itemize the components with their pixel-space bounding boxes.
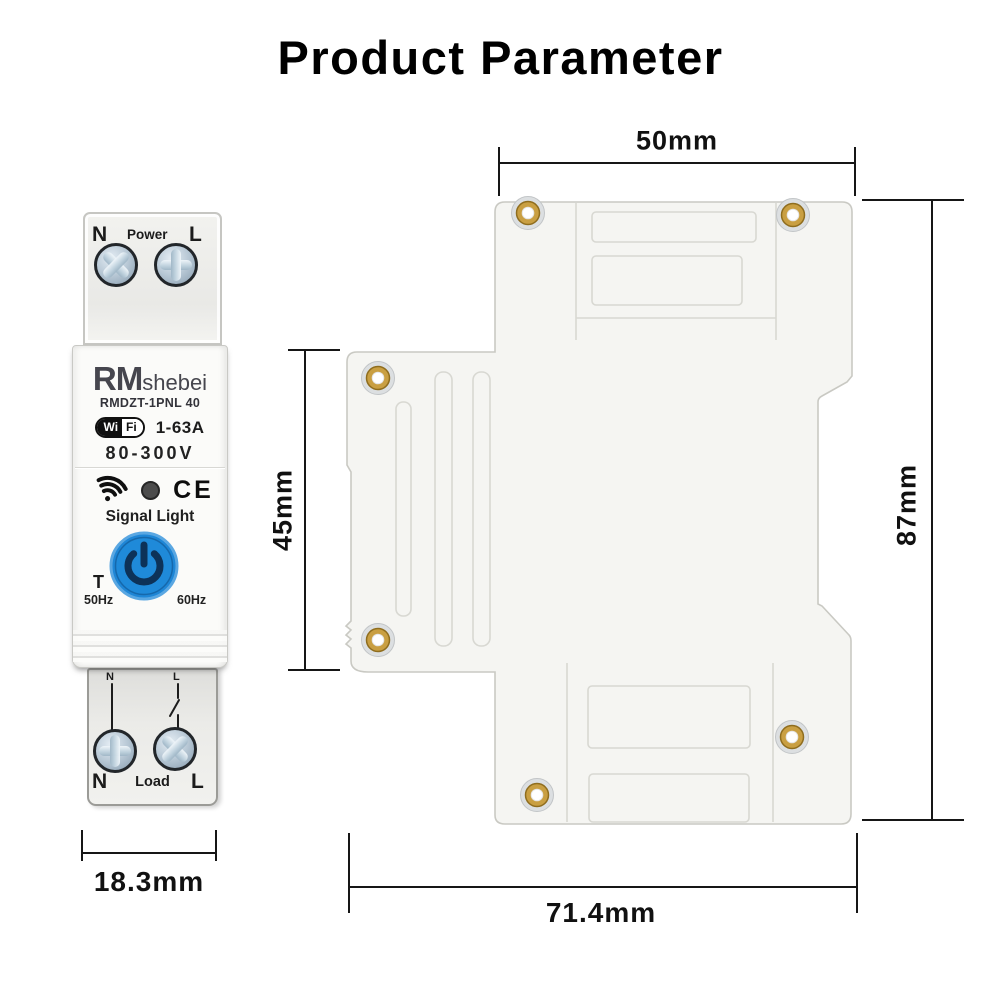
dim-87mm <box>862 199 964 821</box>
side-view-grooves <box>395 203 777 823</box>
test-button-label: T <box>93 572 104 592</box>
dim-label-full-height: 87mm <box>891 463 922 547</box>
wire-label-n: N <box>106 671 114 683</box>
terminal-label-l-top: L <box>189 223 202 246</box>
dim-label-top-width: 50mm <box>635 125 719 156</box>
wifi-signal-icon <box>96 475 128 502</box>
divider-line <box>75 467 225 468</box>
power-button <box>107 529 181 603</box>
dim-label-bottom-width: 71.4mm <box>545 897 657 928</box>
screw-hole <box>776 198 810 232</box>
screw-terminal-n-bottom <box>93 729 137 773</box>
wifi-badge-wi: Wi <box>97 419 123 436</box>
brand-bold: RM <box>92 360 143 397</box>
terminal-label-power: Power <box>127 227 168 242</box>
freq-50hz-label: 50Hz <box>84 593 114 607</box>
top-terminal-panel: N Power L <box>83 212 222 345</box>
signal-light-dot-icon <box>141 480 161 500</box>
dim-50mm <box>498 147 856 196</box>
wire-label-l: L <box>173 671 180 683</box>
screw-hole <box>361 623 395 657</box>
dim-label-left-height: 45mm <box>267 468 298 552</box>
brand-rest: shebei <box>142 370 208 395</box>
dim-45mm <box>288 349 340 671</box>
power-icon <box>109 531 179 601</box>
screw-hole <box>511 196 545 230</box>
bottom-ridges <box>73 630 227 662</box>
signal-light-label: Signal Light <box>105 508 195 525</box>
screw-hole <box>775 720 809 754</box>
freq-60hz-label: 60Hz <box>177 593 207 607</box>
model-number: RMDZT-1PNL 40 <box>99 396 201 410</box>
screw-terminal-l-top <box>154 243 198 287</box>
terminal-label-load: Load <box>135 774 170 790</box>
wifi-badge-fi: Fi <box>122 419 143 436</box>
voltage-rating: 80-300V <box>105 443 195 463</box>
current-rating: 1-63A <box>155 417 205 437</box>
side-view-body <box>344 201 853 825</box>
terminal-label-n-top: N <box>92 223 108 246</box>
screw-terminal-n-top <box>94 243 138 287</box>
dim-71.4mm <box>348 833 858 913</box>
dim-18.3mm <box>81 830 217 861</box>
page-title: Product Parameter <box>277 31 724 84</box>
dim-label-front-width: 18.3mm <box>93 866 205 897</box>
bottom-terminal-panel: N L N Load L <box>87 668 218 806</box>
terminal-label-l-bottom: L <box>191 770 204 793</box>
screw-terminal-l-bottom <box>153 727 197 771</box>
ce-mark: CE <box>173 475 214 504</box>
dimension-lines <box>81 147 964 913</box>
indicator-row: CE <box>73 472 227 508</box>
terminal-label-n-bottom: N <box>92 770 108 793</box>
screw-hole <box>520 778 554 812</box>
screw-holes <box>361 196 810 812</box>
screw-hole <box>361 361 395 395</box>
